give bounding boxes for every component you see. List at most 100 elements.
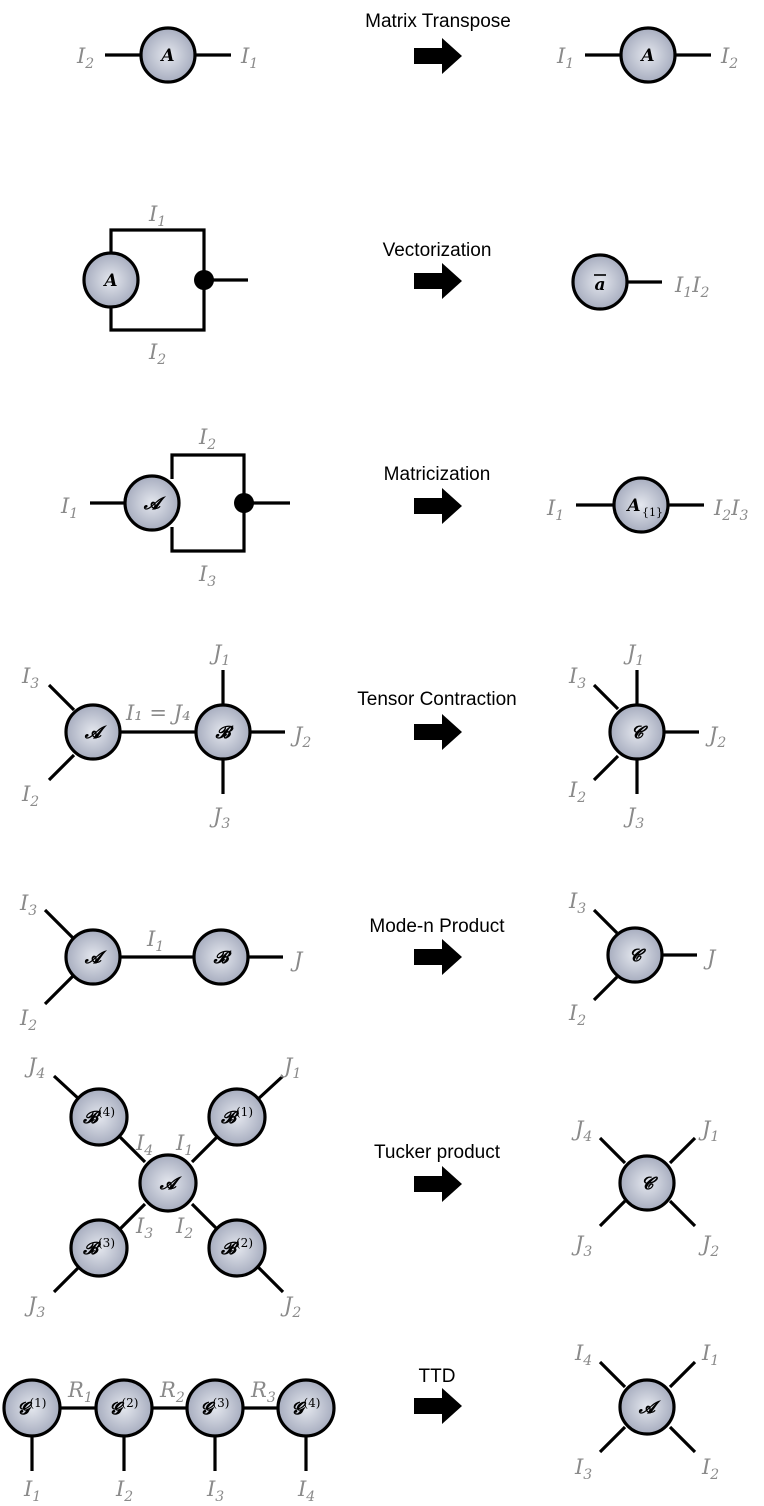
index-label: J1 (623, 641, 644, 669)
index-label: I2 (19, 1006, 37, 1034)
matricization-output: A {1} I1 I2I3 (546, 476, 749, 534)
transpose-output: A I1 I2 (556, 26, 738, 84)
index-label: R2 (159, 1378, 185, 1406)
index-label: J2 (280, 1293, 301, 1321)
index-label: J1 (698, 1117, 719, 1145)
node-core-G1 (2, 1378, 62, 1438)
right-arrow-icon (414, 488, 462, 524)
node-tensor-A (123, 474, 181, 532)
svg-text:𝓑: 𝓑 (215, 723, 235, 743)
node-A (82, 251, 140, 309)
index-label: J1 (209, 641, 230, 669)
node-core-G3 (185, 1378, 245, 1438)
index-label: I2 (701, 1455, 719, 1483)
index-label: I4 (135, 1131, 153, 1159)
vectorization-input: A I1 I2 (82, 202, 248, 368)
row-ttd: TTD 𝓖(1) 𝓖(2) 𝓖(3) 𝓖(4) R1 R2 R3 I1 I2 I… (2, 1341, 719, 1505)
index-label: I2 (720, 44, 738, 72)
index-label: J (290, 948, 304, 972)
index-label: I3 (568, 664, 586, 692)
index-label: J1 (280, 1054, 301, 1082)
index-label: I2 (21, 782, 39, 810)
mode-n-output: 𝓒 I3 I2 J (568, 889, 717, 1029)
index-label: J3 (623, 804, 644, 832)
row-vectorization: Vectorization A I1 I2 a I1I2 (82, 202, 710, 368)
node-core-G4 (276, 1378, 336, 1438)
index-label: J3 (209, 804, 230, 832)
index-label: I3 (21, 664, 39, 692)
svg-text:𝓖(2): 𝓖(2) (110, 1396, 139, 1419)
node-factor-B1 (207, 1087, 267, 1147)
ttd-input: 𝓖(1) 𝓖(2) 𝓖(3) 𝓖(4) R1 R2 R3 I1 I2 I3 I4 (2, 1378, 336, 1505)
index-label: I1 (60, 494, 78, 522)
row-matrix-transpose: Matrix Transpose A I2 I1 A I1 I2 (76, 11, 738, 84)
svg-text:𝓑(1): 𝓑(1) (220, 1105, 253, 1128)
right-arrow-icon (414, 714, 462, 750)
row-title: Matrix Transpose (365, 11, 511, 32)
svg-text:𝓑(4): 𝓑(4) (82, 1105, 115, 1128)
index-label: I2 (198, 425, 216, 453)
node-factor-B2 (207, 1218, 267, 1278)
index-label: I2 (76, 44, 94, 72)
index-label: I2 (568, 778, 586, 806)
node-A (619, 26, 677, 84)
row-title: Mode-n Product (369, 916, 505, 937)
index-label: J4 (24, 1054, 45, 1082)
node-factor-B4 (69, 1087, 129, 1147)
svg-text:𝓑: 𝓑 (213, 948, 233, 968)
svg-text:A: A (625, 496, 640, 516)
row-tensor-contraction: Tensor Contraction 𝓐 𝓑 I₁ = J₄ I3 I2 J1 … (21, 641, 726, 832)
right-arrow-icon (414, 1388, 462, 1424)
tucker-input: 𝓐 𝓑(4) 𝓑(1) 𝓑(3) 𝓑(2) J4 J1 J3 J2 I4 I1 … (24, 1054, 301, 1321)
index-label: I4 (297, 1477, 315, 1505)
node-tensor-B (192, 928, 250, 986)
right-arrow-icon (414, 38, 462, 74)
index-label: I1 (148, 202, 166, 230)
index-label: I3 (198, 562, 216, 590)
index-label: I3 (574, 1455, 592, 1483)
index-label: J2 (705, 723, 726, 751)
index-label: I2 (148, 340, 166, 368)
node-tensor-C (618, 1154, 676, 1212)
index-label: I1 (546, 496, 564, 524)
index-label: J2 (290, 723, 311, 751)
index-label: I2 (115, 1477, 133, 1505)
row-title: Matricization (384, 464, 491, 485)
index-label: J3 (571, 1232, 592, 1260)
index-label: I1 (240, 44, 258, 72)
node-tensor-A (64, 703, 122, 761)
node-factor-B3 (69, 1218, 129, 1278)
row-title: TTD (419, 1366, 456, 1387)
row-title: Vectorization (383, 240, 492, 261)
index-label: I2 (175, 1214, 193, 1242)
index-label: J4 (571, 1117, 592, 1145)
vectorization-output: a I1I2 (571, 253, 710, 311)
index-label: I1 (556, 44, 574, 72)
svg-text:𝓑(3): 𝓑(3) (82, 1236, 115, 1259)
svg-text:a: a (594, 275, 605, 295)
row-title: Tensor Contraction (357, 689, 516, 710)
svg-text:A: A (639, 46, 654, 66)
svg-text:𝓖(1): 𝓖(1) (18, 1396, 47, 1419)
ttd-output: 𝓐 I4 I1 I3 I2 (574, 1341, 719, 1483)
matricization-input: 𝓐 I1 I2 I3 (60, 425, 290, 590)
svg-text:𝓖(4): 𝓖(4) (292, 1396, 321, 1419)
svg-text:A: A (159, 46, 174, 66)
node-tensor-A (138, 1153, 198, 1213)
contraction-input: 𝓐 𝓑 I₁ = J₄ I3 I2 J1 J2 J3 (21, 641, 311, 832)
node-tensor-B (194, 703, 252, 761)
svg-text:{1}: {1} (642, 506, 663, 519)
index-label: I3 (135, 1214, 153, 1242)
right-arrow-icon (414, 263, 462, 299)
index-label: I1 (175, 1131, 193, 1159)
index-label: I4 (574, 1341, 592, 1369)
node-core-G2 (94, 1378, 154, 1438)
merge-dot (234, 493, 254, 513)
index-label: I3 (206, 1477, 224, 1505)
transpose-input: A I2 I1 (76, 26, 258, 84)
row-mode-n-product: Mode-n Product 𝓐 𝓑 I1 I3 I2 J 𝓒 I3 I2 J (19, 889, 717, 1034)
index-label: I2 (568, 1001, 586, 1029)
right-arrow-icon (414, 1166, 462, 1202)
node-a (571, 253, 629, 311)
